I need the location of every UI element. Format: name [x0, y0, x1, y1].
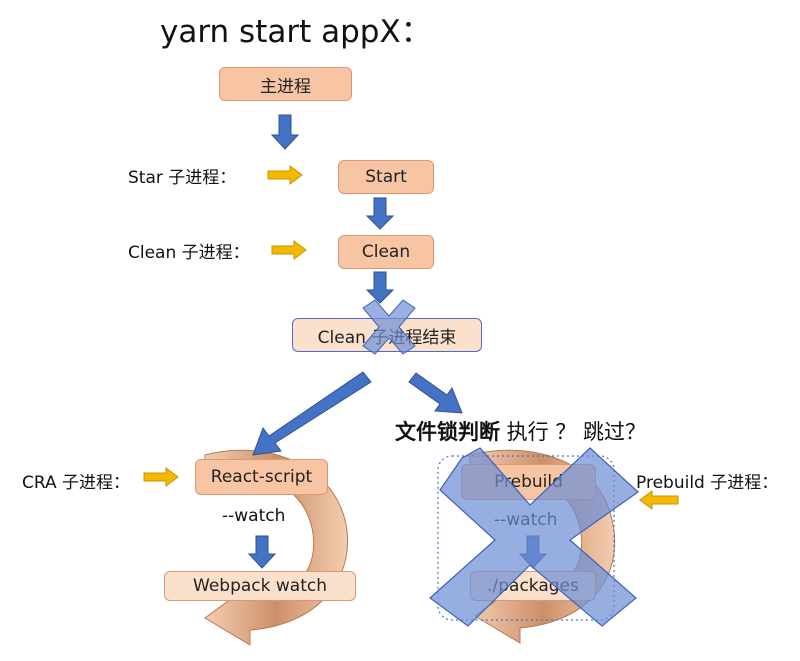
down-arrow-watch-left [247, 535, 277, 569]
node-react-script: React-script [195, 459, 328, 495]
diag-arrow-right [408, 372, 463, 414]
diag-arrow-left [252, 371, 372, 456]
node-clean-end: Clean 子进程结束 [292, 318, 482, 352]
label-clean-subprocess: Clean 子进程： [128, 243, 250, 263]
node-webpack-watch: Webpack watch [164, 571, 356, 601]
label-watch-right: --watch [494, 510, 558, 530]
label-star-subprocess: Star 子进程： [128, 168, 237, 188]
node-clean: Clean [338, 235, 434, 269]
node-start: Start [338, 160, 434, 194]
lock-question-rest: 执行 ？ 跳过？ [500, 420, 647, 444]
down-arrow-main [270, 114, 300, 150]
lock-question: 文件锁判断 执行 ？ 跳过？ [395, 416, 646, 446]
down-arrow-start [365, 197, 395, 230]
node-packages: ./packages [470, 571, 596, 601]
down-arrow-clean [365, 271, 395, 304]
yellow-arrow-star [267, 165, 303, 185]
lock-question-bold: 文件锁判断 [395, 420, 500, 444]
label-watch-left: --watch [222, 506, 286, 526]
node-prebuild: Prebuild [461, 464, 596, 500]
label-cra-subprocess: CRA 子进程： [22, 473, 131, 493]
down-arrow-watch-right [518, 535, 548, 569]
yellow-arrow-prebuild [639, 490, 679, 510]
label-prebuild-subprocess: Prebuild 子进程： [636, 473, 779, 493]
yellow-arrow-clean [271, 240, 307, 260]
page-title: yarn start appX： [160, 14, 432, 50]
node-main-process: 主进程 [219, 67, 352, 101]
yellow-arrow-cra [143, 467, 179, 487]
